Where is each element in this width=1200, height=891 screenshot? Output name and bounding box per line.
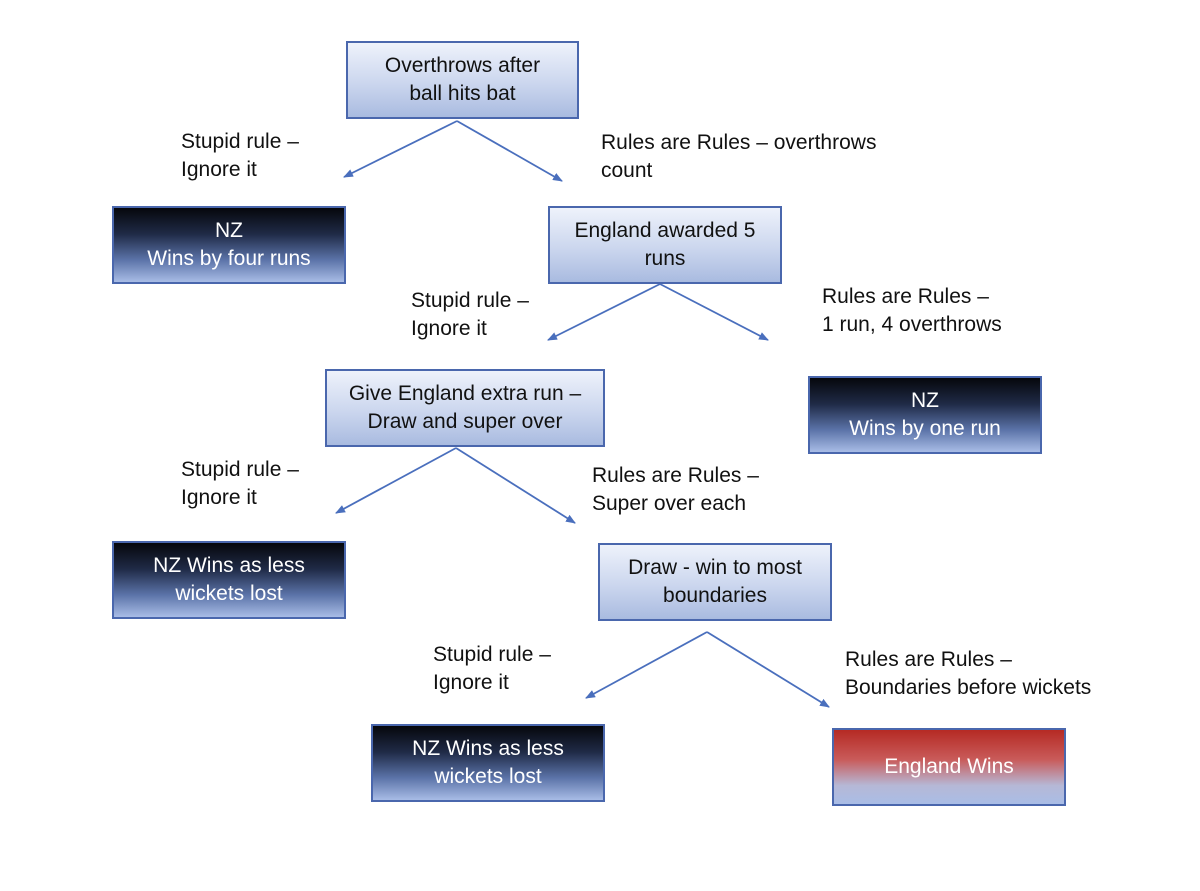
- label-rules-are-rules-4: Rules are Rules – Boundaries before wick…: [845, 646, 1091, 702]
- node-overthrows: Overthrows after ball hits bat: [346, 41, 579, 119]
- node-extra-run-line1: Give England extra run –: [348, 382, 582, 405]
- label-stupid-3-line2: Ignore it: [181, 486, 257, 509]
- arrow-to-nz-one-run: [659, 283, 769, 341]
- arrow-to-nz-wickets-2: [585, 631, 708, 699]
- label-rules-are-rules-3: Rules are Rules – Super over each: [592, 462, 759, 518]
- node-draw-boundaries: Draw - win to most boundaries: [598, 543, 832, 621]
- label-stupid-rule-4: Stupid rule – Ignore it: [433, 641, 551, 697]
- node-nz-wickets-1-line1: NZ Wins as less: [153, 554, 305, 577]
- label-rules-4-line1: Rules are Rules –: [845, 648, 1012, 671]
- node-nz-wickets-2-line2: wickets lost: [434, 765, 542, 788]
- node-extra-run: Give England extra run – Draw and super …: [325, 369, 605, 447]
- node-overthrows-line2: ball hits bat: [409, 82, 516, 105]
- node-extra-run-line2: Draw and super over: [367, 410, 563, 433]
- label-rules-are-rules-1: Rules are Rules – overthrows count: [601, 129, 876, 185]
- label-rules-are-rules-2: Rules are Rules – 1 run, 4 overthrows: [822, 283, 1002, 339]
- node-england-wins: England Wins: [832, 728, 1066, 806]
- node-nz-wins-wickets-1: NZ Wins as less wickets lost: [112, 541, 346, 619]
- label-rules-2-line1: Rules are Rules –: [822, 285, 989, 308]
- node-england-awarded-line1: England awarded 5: [574, 219, 756, 242]
- node-england-awarded-line2: runs: [644, 247, 686, 270]
- node-nz-four-runs-line2: Wins by four runs: [147, 247, 311, 270]
- node-nz-one-run-line1: NZ: [911, 389, 939, 412]
- node-draw-boundaries-line1: Draw - win to most: [628, 556, 802, 579]
- node-nz-wins-four-runs: NZ Wins by four runs: [112, 206, 346, 284]
- label-stupid-1-line2: Ignore it: [181, 158, 257, 181]
- node-nz-one-run-line2: Wins by one run: [849, 417, 1001, 440]
- label-stupid-2-line2: Ignore it: [411, 317, 487, 340]
- arrow-to-draw-boundaries: [455, 447, 576, 524]
- label-rules-2-line2: 1 run, 4 overthrows: [822, 313, 1002, 336]
- label-stupid-3-line1: Stupid rule –: [181, 458, 299, 481]
- node-england-awarded: England awarded 5 runs: [548, 206, 782, 284]
- label-rules-1-line2: count: [601, 159, 653, 182]
- label-rules-4-line2: Boundaries before wickets: [845, 676, 1092, 699]
- node-england-wins-line1: England Wins: [884, 755, 1014, 778]
- label-stupid-rule-2: Stupid rule – Ignore it: [411, 287, 529, 343]
- node-nz-wins-one-run: NZ Wins by one run: [808, 376, 1042, 454]
- label-rules-3-line1: Rules are Rules –: [592, 464, 759, 487]
- label-stupid-1-line1: Stupid rule –: [181, 130, 299, 153]
- node-nz-wins-wickets-2: NZ Wins as less wickets lost: [371, 724, 605, 802]
- label-stupid-rule-1: Stupid rule – Ignore it: [181, 128, 299, 184]
- label-rules-3-line2: Super over each: [592, 492, 747, 515]
- node-nz-wickets-1-line2: wickets lost: [175, 582, 283, 605]
- label-stupid-2-line1: Stupid rule –: [411, 289, 529, 312]
- label-stupid-4-line1: Stupid rule –: [433, 643, 551, 666]
- arrow-to-nz-wickets-1: [335, 447, 457, 514]
- node-nz-wickets-2-line1: NZ Wins as less: [412, 737, 564, 760]
- arrow-to-england-awarded: [456, 120, 563, 182]
- node-overthrows-line1: Overthrows after: [384, 54, 541, 77]
- arrow-to-nz-four-runs: [343, 120, 458, 178]
- label-rules-1-line1: Rules are Rules – overthrows: [601, 131, 877, 154]
- arrow-to-england-wins: [706, 631, 830, 708]
- label-stupid-rule-3: Stupid rule – Ignore it: [181, 456, 299, 512]
- label-stupid-4-line2: Ignore it: [433, 671, 509, 694]
- node-draw-boundaries-line2: boundaries: [663, 584, 767, 607]
- node-nz-four-runs-line1: NZ: [215, 219, 243, 242]
- arrow-to-extra-run: [547, 283, 661, 341]
